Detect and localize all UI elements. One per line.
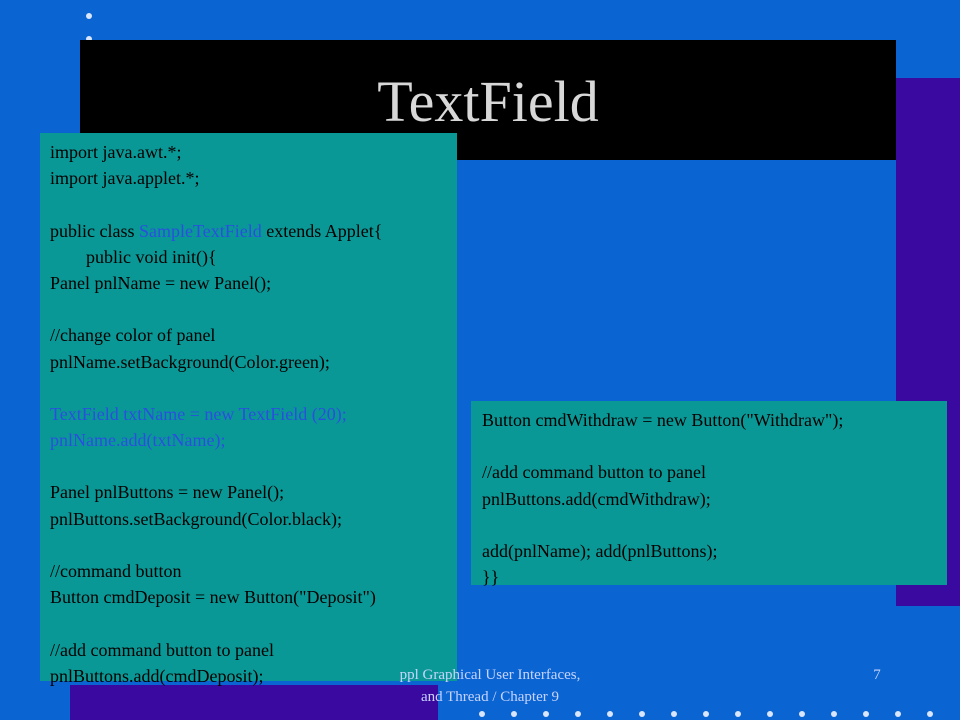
- code-line: add(pnlName); add(pnlButtons);: [482, 540, 718, 561]
- code-line: public class SampleTextField extends App…: [50, 218, 457, 244]
- decor-dot: [607, 711, 613, 717]
- decor-dot: [799, 711, 805, 717]
- decor-dot: [831, 711, 837, 717]
- decor-dot: [511, 711, 517, 717]
- code-line: [50, 296, 457, 322]
- code-line: //command button: [50, 561, 182, 581]
- slide-title: TextField: [377, 69, 599, 134]
- code-line: //change color of panel: [50, 325, 216, 346]
- decor-dot: [767, 711, 773, 717]
- code-line: Button cmdDeposit = new Button("Deposit"…: [50, 587, 376, 608]
- code-line: //add command button to panel: [482, 462, 706, 483]
- code-line: }}: [482, 567, 500, 588]
- code-line: pnlName.setBackground(Color.green);: [50, 351, 330, 372]
- code-line: [50, 375, 457, 401]
- footer-line: ppl Graphical User Interfaces,: [399, 667, 581, 683]
- decor-dot: [479, 711, 485, 717]
- footer-line: and Thread / Chapter 9: [420, 689, 559, 705]
- code-line-highlight: TextField txtName = new TextField (20);: [50, 403, 347, 424]
- decor-dot: [639, 711, 645, 717]
- code-line: public void init(){: [50, 246, 217, 267]
- code-block-right: Button cmdWithdraw = new Button("Withdra…: [471, 401, 947, 587]
- code-line: pnlButtons.setBackground(Color.black);: [50, 508, 342, 529]
- decor-dot: [735, 711, 741, 717]
- code-line: Panel pnlName = new Panel();: [50, 272, 272, 293]
- decor-dot: [86, 13, 92, 19]
- code-line: Panel pnlButtons = new Panel();: [50, 482, 285, 503]
- page-number: 7: [873, 667, 881, 683]
- code-line: [50, 610, 457, 636]
- code-line: [50, 453, 457, 479]
- code-line: Button cmdWithdraw = new Button("Withdra…: [482, 410, 844, 430]
- decor-dot: [703, 711, 709, 717]
- slide-footer: ppl Graphical User Interfaces, and Threa…: [300, 664, 680, 708]
- code-line: pnlButtons.add(cmdWithdraw);: [482, 488, 711, 509]
- code-line: [50, 191, 457, 217]
- code-segment: extends Applet{: [261, 220, 383, 241]
- decor-dot: [543, 711, 549, 717]
- code-line: //add command button to panel: [50, 639, 274, 660]
- code-block-left: import java.awt.*; import java.applet.*; p…: [40, 133, 457, 686]
- code-line: [482, 512, 947, 538]
- code-line: [50, 532, 457, 558]
- decor-dot: [575, 711, 581, 717]
- purple-accent-bottom: [70, 685, 438, 720]
- decor-dot: [671, 711, 677, 717]
- code-line: import java.awt.*;: [50, 142, 182, 162]
- code-line: pnlButtons.add(cmdDeposit);: [50, 665, 264, 686]
- decor-dot: [895, 711, 901, 717]
- decor-dot: [86, 36, 92, 42]
- class-name: SampleTextField: [138, 220, 262, 241]
- decor-dot: [863, 711, 869, 717]
- code-line: [482, 433, 947, 459]
- code-segment: public class: [50, 220, 139, 241]
- code-line-highlight: pnlName.add(txtName);: [50, 430, 226, 451]
- decor-dot: [927, 711, 933, 717]
- code-line: import java.applet.*;: [50, 168, 200, 189]
